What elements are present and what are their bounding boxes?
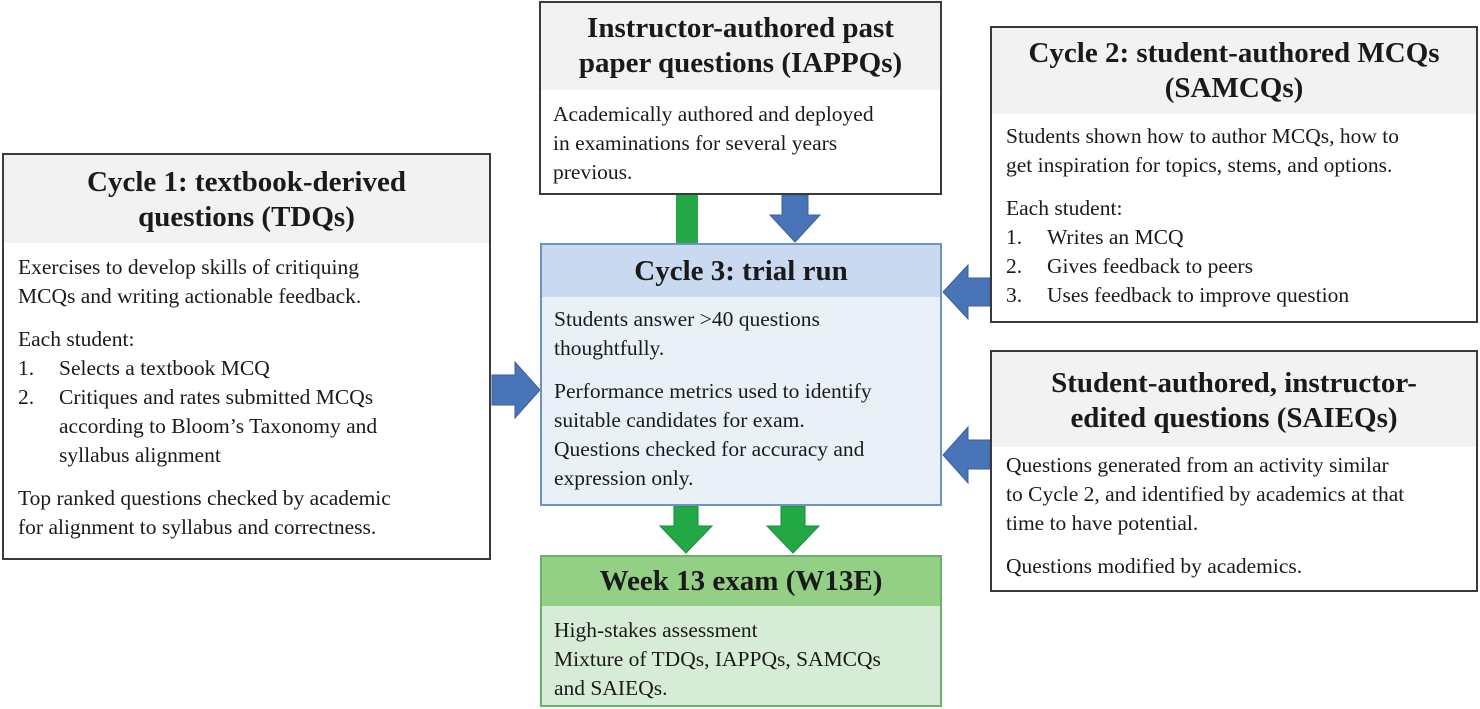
cycle1-intro-line1: Exercises to develop skills of critiquin…: [18, 255, 359, 279]
left-arrow-saieq: [942, 425, 991, 485]
cycle2-body: Students shown how to author MCQs, how t…: [992, 114, 1476, 310]
step-text: according to Bloom’s Taxonomy and: [59, 414, 378, 438]
saieq-footer: Questions modified by academics.: [1006, 554, 1303, 578]
cycle1-box: Cycle 1: textbook-derived questions (TDQ…: [2, 153, 491, 560]
cycle2-title-line2: (SAMCQs): [1164, 72, 1304, 104]
iappq-title-line2: paper questions (IAPPQs): [578, 47, 903, 79]
down-arrow-iappq: [768, 194, 822, 243]
cycle2-step: 2. Gives feedback to peers: [1006, 252, 1462, 281]
iappq-header: Instructor-authored past paper questions…: [541, 3, 940, 90]
iappq-body-line2: in examinations for several years: [553, 131, 838, 155]
cycle3-para2-line4: expression only.: [554, 466, 694, 490]
step-number: 1.: [1006, 225, 1023, 249]
step-number: 3.: [1006, 283, 1023, 307]
cycle2-step: 3. Uses feedback to improve question: [1006, 281, 1462, 310]
cycle1-body: Exercises to develop skills of critiquin…: [4, 243, 489, 542]
w13e-body-line2: Mixture of TDQs, IAPPQs, SAMCQs: [554, 647, 881, 671]
step-text: syllabus alignment: [59, 443, 221, 467]
w13e-header: Week 13 exam (W13E): [542, 557, 940, 606]
cycle2-steps: 1. Writes an MCQ 2. Gives feedback to peer…: [1006, 223, 1462, 310]
cycle3-para1-line1: Students answer >40 questions: [554, 307, 820, 331]
left-arrow-cycle2: [942, 263, 991, 321]
saieq-body: Questions generated from an activity sim…: [992, 447, 1476, 581]
w13e-box: Week 13 exam (W13E) High-stakes assessme…: [540, 555, 942, 707]
cycle2-header: Cycle 2: student-authored MCQs (SAMCQs): [992, 28, 1476, 114]
cycle1-title-line2: questions (TDQs): [138, 201, 355, 233]
iappq-body-line1: Academically authored and deployed: [553, 102, 874, 126]
cycle1-step: 1. Selects a textbook MCQ: [18, 354, 475, 383]
cycle1-footer-line2: for alignment to syllabus and correctnes…: [18, 515, 377, 539]
step-text: Uses feedback to improve question: [1047, 283, 1350, 307]
down-arrow-green-left: [658, 505, 714, 554]
cycle1-footer-line1: Top ranked questions checked by academic: [18, 486, 391, 510]
saieq-body-line1: Questions generated from an activity sim…: [1006, 453, 1389, 477]
cycle1-step: 2. Critiques and rates submitted MCQs ac…: [18, 383, 475, 470]
w13e-body-line3: and SAIEQs.: [554, 676, 668, 700]
w13e-body: High-stakes assessment Mixture of TDQs, …: [542, 606, 940, 703]
cycle1-each-student: Each student:: [18, 327, 135, 351]
cycle1-intro-line2: MCQs and writing actionable feedback.: [18, 284, 362, 308]
cycle2-box: Cycle 2: student-authored MCQs (SAMCQs) …: [990, 26, 1478, 323]
step-number: 2.: [1006, 254, 1023, 278]
step-text: Writes an MCQ: [1047, 225, 1184, 249]
w13e-title: Week 13 exam (W13E): [599, 565, 883, 597]
step-number: 1.: [18, 356, 35, 380]
w13e-body-line1: High-stakes assessment: [554, 618, 758, 642]
saieq-header: Student-authored, instructor- edited que…: [992, 352, 1476, 447]
cycle1-header: Cycle 1: textbook-derived questions (TDQ…: [4, 155, 489, 243]
right-arrow-cycle1: [491, 360, 541, 420]
cycle3-para1-line2: thoughtfully.: [554, 336, 665, 360]
green-connector-bar: [676, 195, 698, 244]
cycle3-para2-line2: suitable candidates for exam.: [554, 408, 805, 432]
step-text: Selects a textbook MCQ: [59, 356, 270, 380]
cycle2-intro-line2: get inspiration for topics, stems, and o…: [1006, 153, 1393, 177]
step-number: 2.: [18, 385, 35, 409]
cycle2-step: 1. Writes an MCQ: [1006, 223, 1462, 252]
cycle1-title-line1: Cycle 1: textbook-derived: [87, 166, 406, 198]
saieq-body-line2: to Cycle 2, and identified by academics …: [1006, 482, 1405, 506]
cycle3-title: Cycle 3: trial run: [634, 255, 848, 287]
cycle2-intro-line1: Students shown how to author MCQs, how t…: [1006, 124, 1399, 148]
step-text: Critiques and rates submitted MCQs: [59, 385, 374, 409]
iappq-body: Academically authored and deployed in ex…: [541, 90, 940, 187]
iappq-box: Instructor-authored past paper questions…: [539, 1, 942, 195]
saieq-body-line3: time to have potential.: [1006, 511, 1199, 535]
cycle3-para2-line3: Questions checked for accuracy and: [554, 437, 865, 461]
step-text: Gives feedback to peers: [1047, 254, 1253, 278]
cycle3-box: Cycle 3: trial run Students answer >40 q…: [540, 243, 942, 506]
saieq-title-line1: Student-authored, instructor-: [1051, 367, 1417, 399]
cycle3-header: Cycle 3: trial run: [542, 245, 940, 297]
down-arrow-green-right: [765, 505, 821, 554]
saieq-title-line2: edited questions (SAIEQs): [1070, 402, 1398, 434]
cycle3-body: Students answer >40 questions thoughtful…: [542, 297, 940, 493]
cycle2-title-line1: Cycle 2: student-authored MCQs: [1028, 37, 1440, 69]
iappq-title-line1: Instructor-authored past: [587, 12, 894, 44]
cycle1-steps: 1. Selects a textbook MCQ 2. Critiques a…: [18, 354, 475, 470]
saieq-box: Student-authored, instructor- edited que…: [990, 350, 1478, 592]
iappq-body-line3: previous.: [553, 160, 633, 184]
cycle2-each-student: Each student:: [1006, 196, 1123, 220]
cycle3-para2-line1: Performance metrics used to identify: [554, 379, 872, 403]
